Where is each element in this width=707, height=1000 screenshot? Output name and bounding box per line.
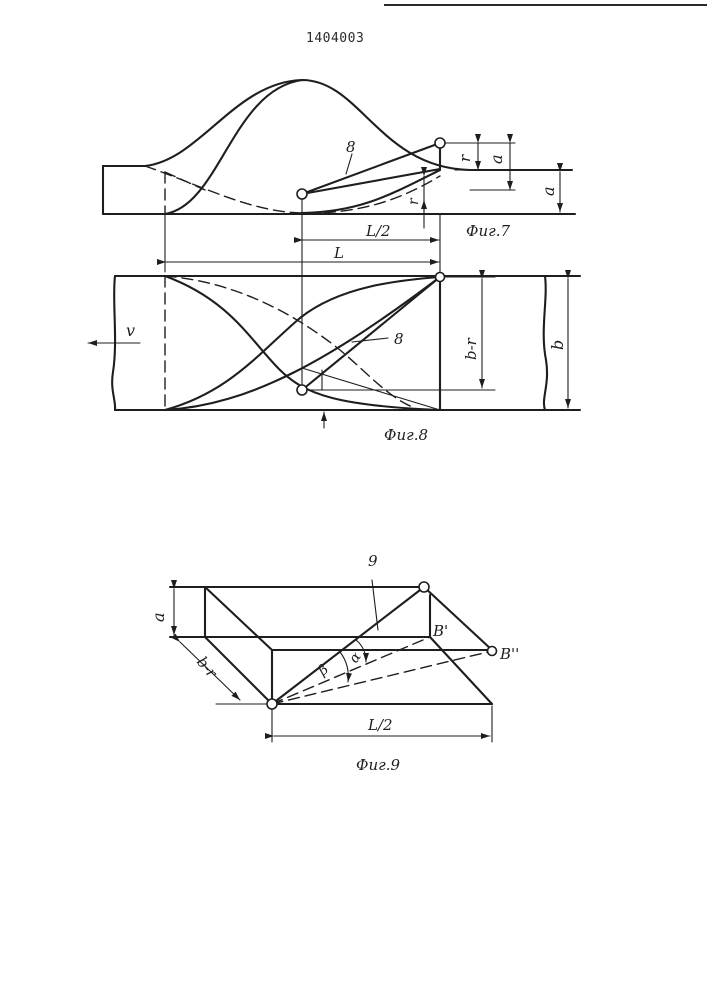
fig8-crank bbox=[302, 277, 440, 390]
fig8-joint-right bbox=[436, 273, 445, 282]
fig8-crank-lower bbox=[302, 368, 440, 410]
fig9-top-left-diag bbox=[205, 587, 272, 650]
fig7-r-top-label: r bbox=[456, 154, 474, 162]
fig7-inner-curve bbox=[165, 80, 302, 214]
fig9-dashed-b-prime bbox=[272, 637, 430, 704]
fig8-part-label: 8 bbox=[394, 330, 404, 348]
fig8-part-leader bbox=[352, 338, 388, 342]
fig9-caption: Фиг.9 bbox=[356, 756, 400, 774]
fig7-bump-outline bbox=[145, 80, 572, 170]
fig9-point-b-double-prime bbox=[488, 647, 497, 656]
fig7-dashed-diag bbox=[165, 172, 205, 190]
fig7-r-low-label: r bbox=[406, 197, 422, 205]
fig7-joint-left bbox=[297, 189, 307, 199]
fig7-lower-curve bbox=[302, 170, 440, 213]
fig9-part-label: 9 bbox=[368, 552, 378, 570]
fig8-b-minus-r-label: b-r bbox=[462, 337, 480, 360]
fig9-beta-label: β bbox=[315, 662, 332, 680]
fig8-right-break bbox=[544, 276, 547, 410]
fig9-joint-bottom bbox=[267, 699, 277, 709]
figure-9: 9 a b-r B' B'' α β L/2 Фиг.9 bbox=[149, 552, 519, 774]
fig9-helix-diagonal bbox=[272, 587, 424, 704]
fig7-crank-lower bbox=[302, 169, 440, 194]
fig7-crank-upper bbox=[302, 143, 440, 194]
fig9-half-l-label: L/2 bbox=[367, 716, 393, 734]
fig7-a-inner-label: a bbox=[487, 154, 506, 164]
fig7-half-l-label: L/2 bbox=[365, 222, 391, 240]
fig7-caption: Фиг.7 bbox=[466, 222, 510, 240]
fig8-b-label: b bbox=[548, 340, 567, 350]
fig7-l-label: L bbox=[333, 244, 344, 262]
fig7-part-label: 8 bbox=[346, 138, 356, 156]
fig7-dashed-curve bbox=[145, 166, 440, 213]
fig9-a-label: a bbox=[149, 612, 168, 622]
fig9-alpha-label: α bbox=[346, 649, 365, 666]
fig8-velocity-label: v bbox=[126, 321, 135, 340]
fig9-b-prime-label: B' bbox=[432, 622, 448, 640]
fig8-joint-left bbox=[297, 385, 307, 395]
fig7-part-leader bbox=[346, 154, 352, 174]
figure-8: v 8 b-r b Фиг.8 bbox=[88, 273, 580, 445]
figure-7: 8 r a a r L/2 L Фиг.7 bbox=[103, 80, 575, 390]
fig9-joint-top bbox=[419, 582, 429, 592]
fig8-caption: Фиг.8 bbox=[384, 426, 428, 444]
fig7-joint-right bbox=[435, 138, 445, 148]
fig9-b-double-prime-label: B'' bbox=[499, 645, 519, 663]
fig7-a-outer-label: a bbox=[539, 186, 558, 196]
fig9-right-bottom-diag bbox=[430, 637, 492, 704]
